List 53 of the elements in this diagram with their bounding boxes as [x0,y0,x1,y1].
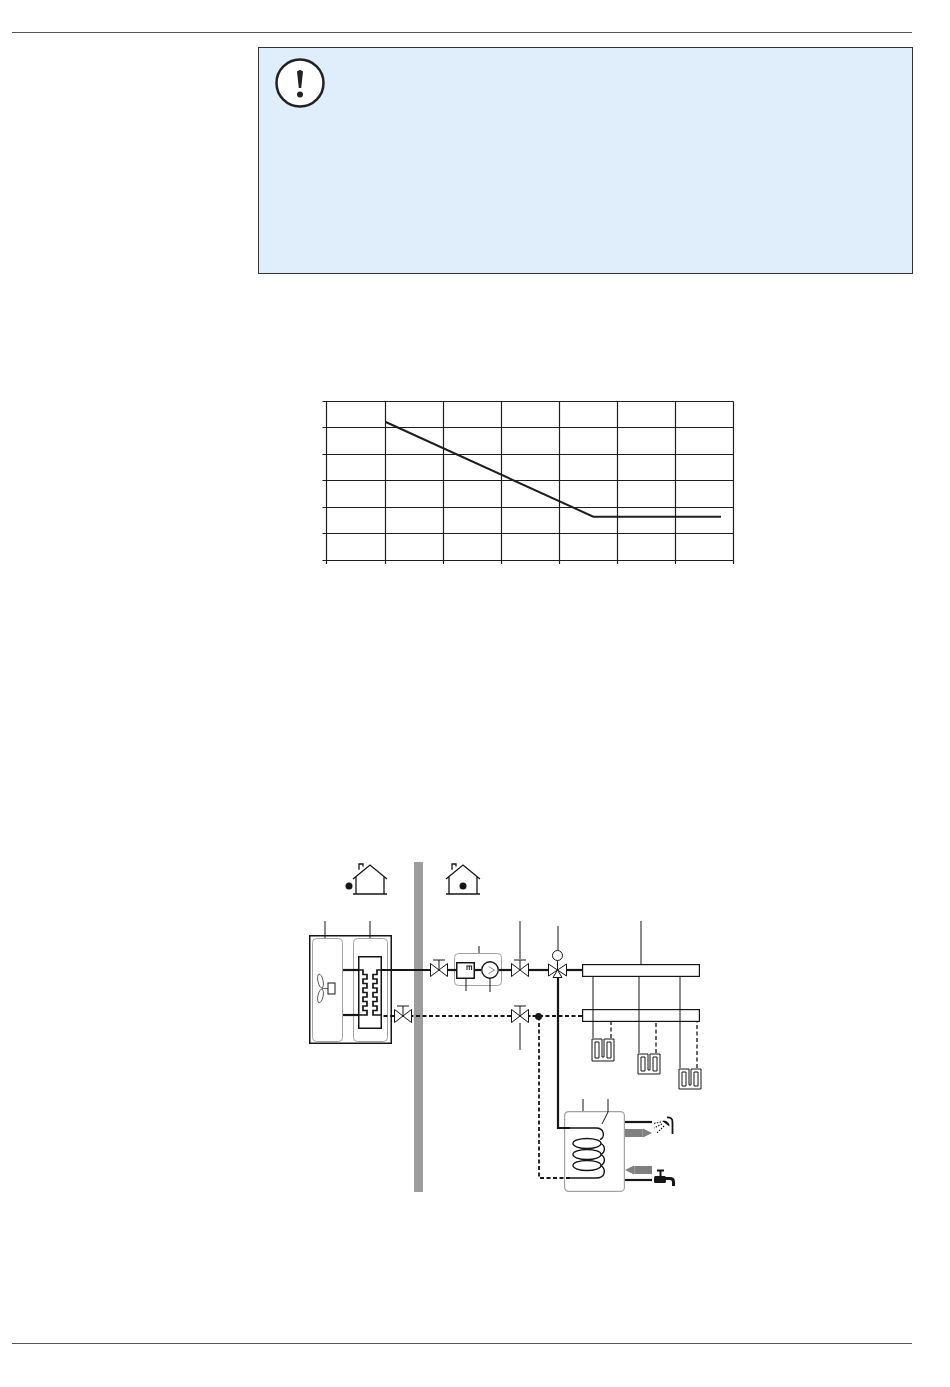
pipe [343,968,358,972]
leader-line [601,1098,609,1125]
exchanger-compartment [353,938,388,1042]
outdoor-unit [309,935,392,1044]
pipe [499,968,511,972]
pipe [592,976,594,1039]
pipe [556,978,570,1130]
leader-line [478,945,480,954]
floor-heating-loop [591,1038,615,1062]
pipe [567,968,582,972]
return-pipe [381,1015,395,1017]
shut-off-valve [394,1005,412,1023]
leader-line [465,978,467,992]
pipe [343,1013,358,1017]
heat-exchanger [358,956,382,1029]
return-manifold [582,1009,700,1022]
leader-line [640,920,642,965]
filter [456,962,475,979]
fan-compartment [312,938,343,1042]
heating-coil [570,1124,606,1180]
three-way-valve [548,950,567,978]
leader-line [519,920,521,960]
floor-heating-loop [637,1053,661,1075]
pipe [475,968,481,972]
leader-line [582,1098,584,1112]
return-pipe [411,1015,512,1017]
pump-filter-unit [454,953,502,986]
leader-line [369,920,371,939]
floor-heating-loop [678,1068,702,1090]
leader-line [489,978,491,993]
pipe [625,1178,652,1182]
return-pipe [610,1021,612,1039]
pump [481,961,499,979]
return-pipe [696,1021,698,1069]
pipe [382,968,430,972]
leader-line [557,925,559,951]
pipe [679,976,681,1069]
leader-line [519,1022,521,1051]
return-pipe [528,1015,571,1179]
flow-arrow [625,1128,652,1138]
supply-manifold [582,964,700,977]
shut-off-valve [511,1005,529,1023]
shower-icon [652,1115,674,1134]
pipe [625,1120,652,1124]
leader-line [324,920,326,939]
return-pipe [655,1021,657,1054]
pipe [448,968,456,972]
tap-icon [652,1168,676,1186]
hot-water-tank [564,1111,625,1192]
pipe [529,968,548,972]
pipe [638,976,640,1054]
shut-off-valve [430,959,448,977]
shut-off-valve [511,959,529,977]
